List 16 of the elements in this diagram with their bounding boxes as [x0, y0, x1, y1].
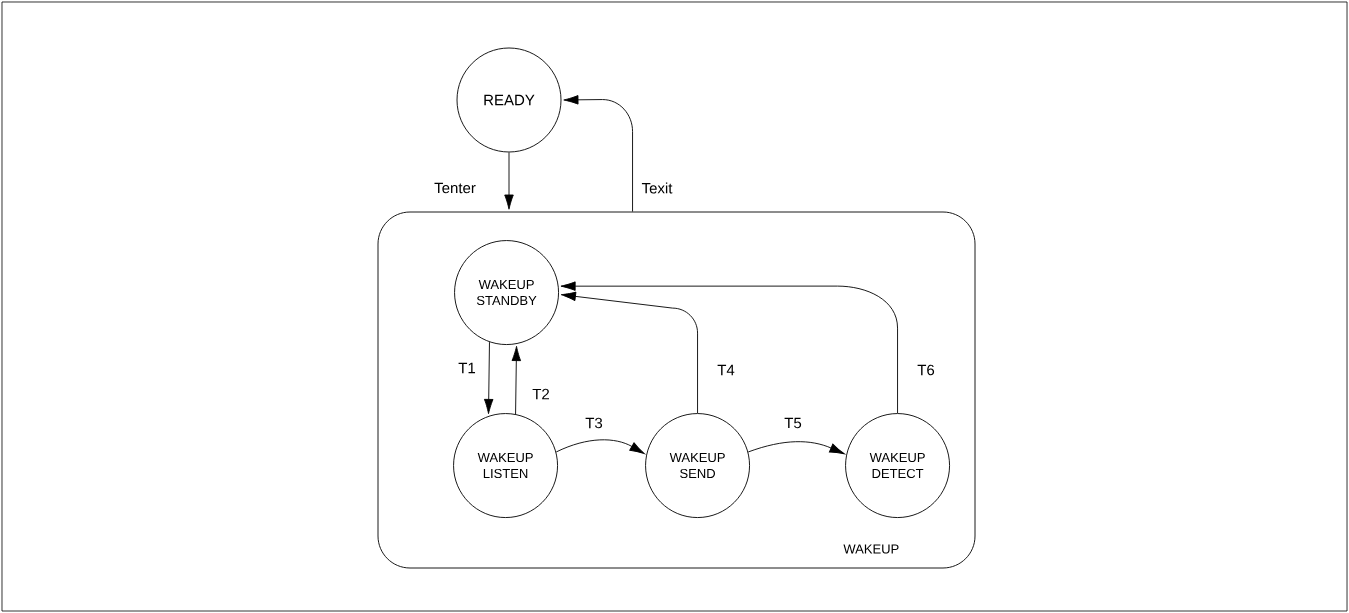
arrow [511, 345, 522, 415]
arrow [504, 152, 514, 210]
edge-label: T2 [531, 387, 551, 401]
arrow [555, 439, 645, 454]
edge-label: Texit [640, 181, 674, 195]
arrow [483, 341, 494, 415]
edge-label: T3 [584, 416, 604, 430]
edge-label: T6 [916, 363, 936, 377]
edge-label: T1 [457, 361, 477, 375]
arrow [563, 95, 633, 212]
edge-label: T5 [783, 416, 803, 430]
arrow [560, 281, 898, 414]
arrow [560, 291, 698, 414]
edge-label: Tenter [433, 181, 477, 195]
arrow [747, 441, 845, 455]
edge-label: T4 [716, 363, 736, 377]
